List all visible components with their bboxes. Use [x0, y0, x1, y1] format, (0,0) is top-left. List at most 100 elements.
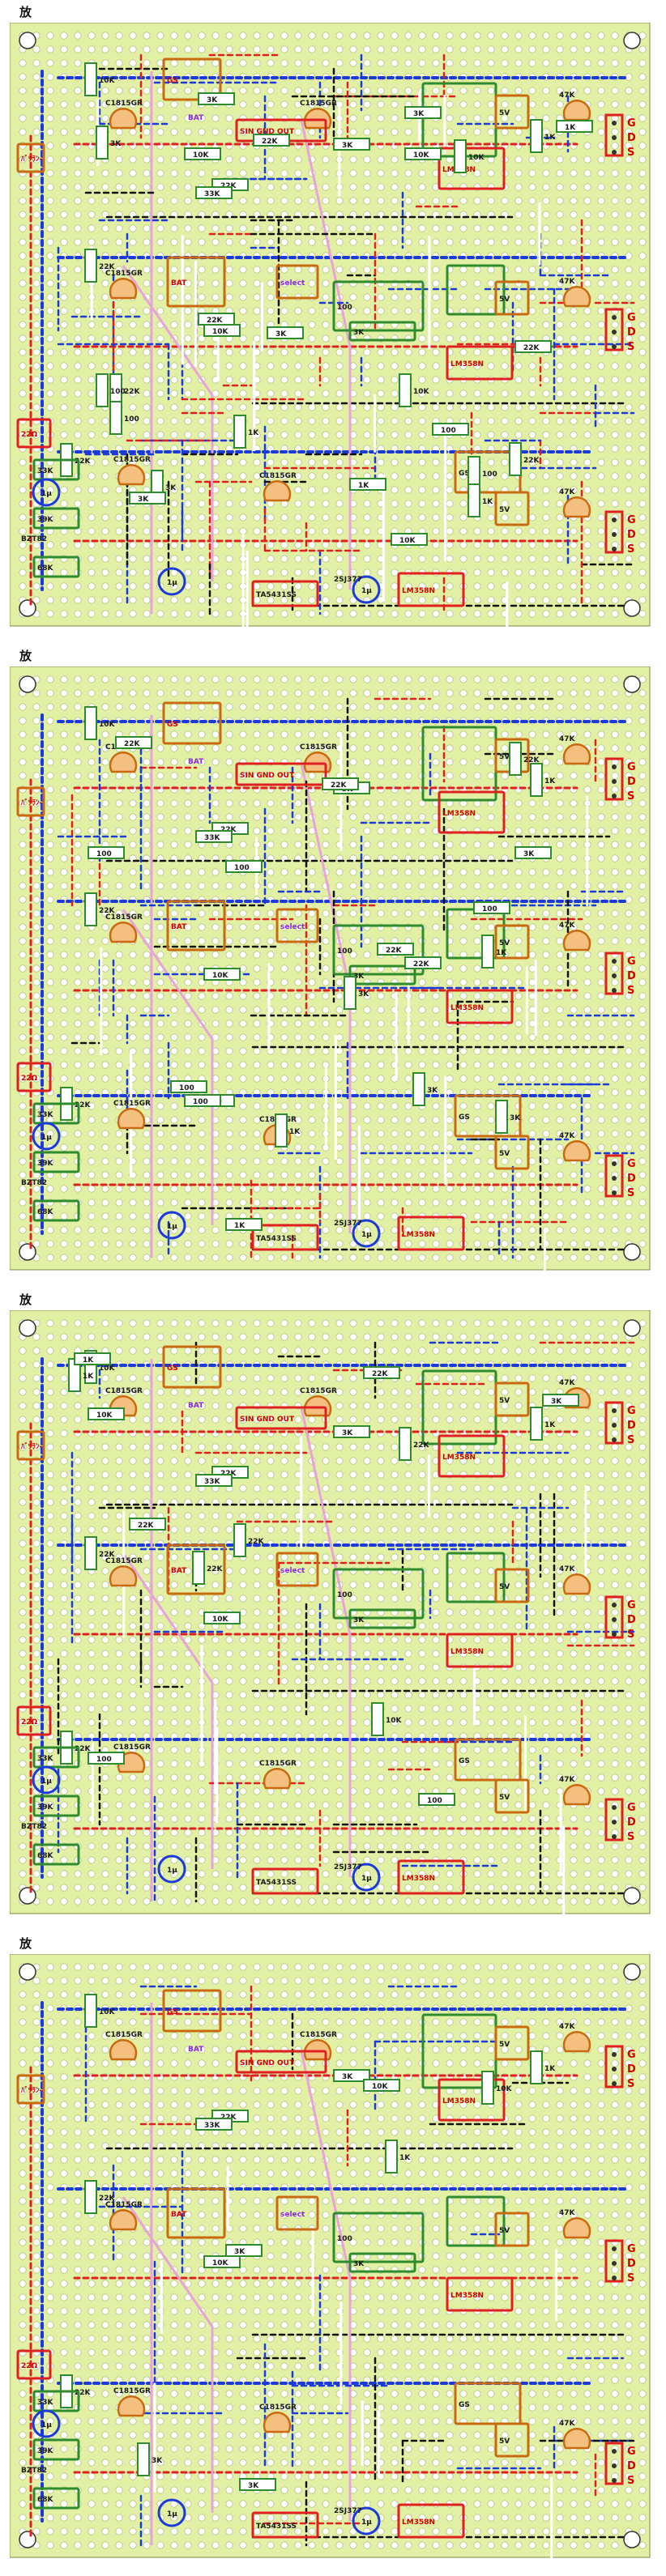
transistor: C1815GR: [113, 456, 151, 486]
gds-connector: GDS: [604, 757, 636, 803]
transistor: C1815GR: [259, 1760, 297, 1790]
resistor: 10K: [203, 1612, 241, 1624]
resistor: 100: [109, 401, 139, 435]
capacitor: 1μ: [32, 2409, 61, 2438]
component-box: LM358N: [397, 2503, 465, 2539]
resistor: 1K: [481, 935, 507, 969]
transistor: 47K: [559, 1776, 591, 1806]
svg-text:22Ω: 22Ω: [21, 1075, 38, 1083]
svg-text:100: 100: [482, 470, 497, 479]
svg-text:3K: 3K: [413, 110, 425, 118]
svg-text:22K: 22K: [386, 947, 403, 955]
component-box: 100: [332, 1568, 425, 1620]
svg-text:5V: 5V: [499, 1150, 510, 1158]
svg-text:1μ: 1μ: [41, 1134, 52, 1142]
svg-text:22K: 22K: [124, 388, 141, 396]
component-box: BAT: [166, 1543, 226, 1595]
svg-text:33K: 33K: [37, 467, 54, 475]
resistor: 33K: [195, 830, 233, 843]
component-box: GS: [454, 1738, 522, 1782]
resistor: 3K: [333, 138, 370, 151]
svg-text:10K: 10K: [468, 154, 485, 162]
resistor: 22K: [84, 1536, 116, 1570]
svg-text:LM358N: LM358N: [450, 360, 484, 368]
svg-text:47K: 47K: [559, 735, 576, 743]
svg-text:GS: GS: [167, 721, 178, 729]
resistor: 100: [170, 1080, 207, 1093]
component-box: 39K: [32, 507, 80, 530]
transistor: C1815GR: [105, 2031, 143, 2061]
resistor: 3K: [137, 2442, 163, 2476]
component-box: select: [275, 908, 319, 943]
transistor: 47K: [559, 2209, 591, 2239]
resistor: 3K: [267, 326, 304, 339]
component-box: 39K: [32, 1795, 80, 1817]
component-box: LM358N: [397, 1216, 465, 1251]
svg-text:10K: 10K: [413, 388, 430, 396]
svg-text:2SJ377: 2SJ377: [334, 1220, 362, 1228]
gds-connector: GDS: [604, 2442, 636, 2487]
transistor: C1815GR: [113, 2387, 151, 2417]
resistor: 100: [96, 373, 126, 407]
svg-text:BZT82: BZT82: [21, 535, 47, 543]
gds-connector: GDS: [604, 113, 636, 159]
capacitor: 1μ: [157, 567, 186, 596]
component-box: 5V: [494, 1135, 530, 1170]
svg-text:ﾊﾞﾂﾗﾝ-: ﾊﾞﾂﾗﾝ-: [20, 798, 43, 807]
svg-text:10K: 10K: [99, 721, 116, 729]
svg-text:1K: 1K: [289, 1128, 301, 1136]
component-box: select: [275, 2195, 319, 2231]
svg-text:47K: 47K: [559, 278, 576, 286]
svg-text:C1815GR: C1815GR: [105, 270, 143, 278]
component-box: SIN GND OUT: [235, 762, 327, 786]
component-box: ﾊﾞﾂﾗﾝ-: [16, 1430, 45, 1461]
circuit-board-diagram: C1815GRC1815GR10K22KGSSIN GND OUTﾊﾞﾂﾗﾝ-3…: [10, 666, 651, 1282]
svg-text:47K: 47K: [559, 922, 576, 930]
component-box: SIN GND OUT: [235, 2050, 327, 2074]
component-box: BAT: [166, 2187, 226, 2239]
resistor: 100: [88, 846, 125, 859]
component-box: LM358N: [438, 2078, 506, 2122]
component-box: 33K: [32, 2390, 80, 2412]
svg-text:C1815GR: C1815GR: [105, 100, 143, 108]
transistor: 47K: [559, 2023, 591, 2053]
capacitor: 1μ: [32, 478, 61, 507]
resistor: 22K: [115, 736, 152, 749]
mounting-hole: [19, 32, 36, 49]
svg-text:ﾊﾞﾂﾗﾝ-: ﾊﾞﾂﾗﾝ-: [20, 154, 43, 164]
svg-text:1μ: 1μ: [361, 587, 372, 595]
gds-connector: GDS: [604, 510, 636, 556]
component-box: 5V: [494, 2025, 530, 2061]
transistor: C1815GR: [105, 100, 143, 130]
svg-text:1K: 1K: [496, 949, 507, 957]
component-box: 5V: [494, 924, 530, 960]
svg-text:47K: 47K: [559, 1132, 576, 1140]
wire-traces: [29, 53, 635, 638]
transistor: 47K: [559, 735, 591, 765]
svg-text:68K: 68K: [37, 564, 54, 573]
resistor: 3K: [333, 2069, 370, 2082]
resistor: 3K: [412, 1072, 438, 1106]
resistor: 22K: [509, 442, 540, 476]
resistor: 10K: [399, 373, 430, 407]
svg-text:47K: 47K: [559, 92, 576, 100]
component-box: GS: [162, 701, 222, 745]
component-box: 22Ω: [16, 2349, 52, 2380]
resistor: 22K: [363, 1366, 400, 1379]
svg-text:100: 100: [441, 427, 456, 435]
transistor: C1815GR: [259, 472, 297, 502]
circuit-board-diagram: C1815GRC1815GR10K22KGSSIN GND OUTﾊﾞﾂﾗﾝ-3…: [10, 23, 651, 638]
component-box: LM358N: [397, 572, 465, 607]
component-box: ﾊﾞﾂﾗﾝ-: [16, 143, 45, 173]
resistor: 1K: [233, 415, 259, 449]
resistor: 1K: [349, 478, 386, 491]
resistor: 22K: [253, 134, 290, 147]
svg-text:5V: 5V: [499, 753, 510, 761]
resistor: 33K: [195, 1474, 233, 1487]
transistor: C1815GR: [105, 913, 143, 943]
component-box: BAT: [166, 256, 226, 308]
svg-text:100: 100: [124, 415, 139, 424]
capacitor: 1μ: [157, 2498, 186, 2527]
resistor: 1K: [74, 1352, 111, 1365]
svg-text:3K: 3K: [358, 990, 369, 998]
